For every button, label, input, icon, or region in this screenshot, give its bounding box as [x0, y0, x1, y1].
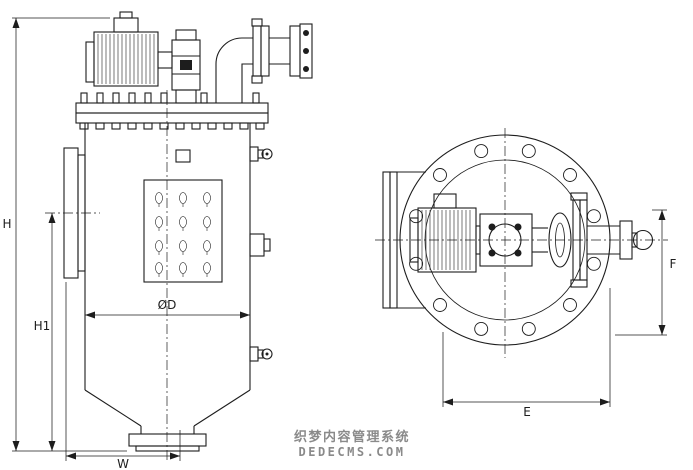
dim-label-e: E — [523, 405, 531, 419]
dimensions-front: H H1 W ØD — [2, 17, 250, 470]
centerlines-side — [375, 128, 668, 358]
centerlines-front — [45, 90, 168, 462]
panel-indicators — [155, 192, 211, 278]
dim-label-f: F — [670, 257, 677, 271]
control-panel — [143, 149, 223, 283]
dim-label-h1: H1 — [34, 319, 51, 333]
drawing-linework: H H1 W ØD — [2, 11, 677, 470]
motor-terminal-box-side — [433, 193, 457, 209]
dimensions-side: E F — [442, 209, 677, 419]
dim-label-d: ØD — [158, 298, 177, 312]
vent-valve — [249, 146, 273, 162]
dim-label-w: W — [117, 457, 129, 470]
top-flange — [75, 92, 269, 130]
motor-terminal-box — [113, 17, 139, 33]
motor-side — [409, 193, 481, 273]
flange-nuts — [79, 122, 265, 130]
vessel-shell — [84, 123, 251, 390]
flange-face — [399, 134, 611, 346]
watermark-line2: DEDECMS.COM — [299, 445, 406, 459]
bearing-hub — [479, 213, 533, 267]
side-fittings — [249, 146, 273, 362]
motor-fins-side — [421, 210, 471, 270]
watermark-line1: 织梦内容管理系统 — [294, 429, 410, 445]
motor — [85, 11, 159, 87]
handwheel — [632, 229, 654, 251]
gearbox-head — [157, 29, 201, 104]
pipe-flange — [252, 25, 262, 77]
flange-studs — [80, 92, 260, 104]
end-flange — [299, 23, 313, 79]
blowoff-assembly — [532, 192, 654, 288]
valve-yoke — [548, 212, 572, 268]
dim-h: H — [2, 17, 127, 452]
coupling — [157, 51, 173, 69]
dim-w: W — [65, 282, 181, 470]
front-view: H H1 W ØD — [2, 11, 313, 470]
motor-fins — [97, 34, 155, 84]
outlet-cone — [84, 389, 251, 452]
dim-f: F — [615, 209, 677, 336]
dim-h1: H1 — [34, 213, 56, 451]
dim-e: E — [442, 288, 611, 419]
inlet-flange — [63, 147, 86, 279]
discharge-pipe — [215, 18, 313, 103]
inlet-flange-side — [382, 171, 426, 309]
dim-d: ØD — [85, 298, 250, 319]
outlet-flange — [128, 433, 207, 447]
side-bracket — [249, 233, 271, 257]
watermark: 织梦内容管理系统 DEDECMS.COM — [294, 429, 410, 459]
nameplate — [175, 149, 191, 163]
drain-valve — [249, 346, 273, 362]
side-view: E F — [375, 128, 677, 419]
dim-label-h: H — [2, 217, 11, 231]
